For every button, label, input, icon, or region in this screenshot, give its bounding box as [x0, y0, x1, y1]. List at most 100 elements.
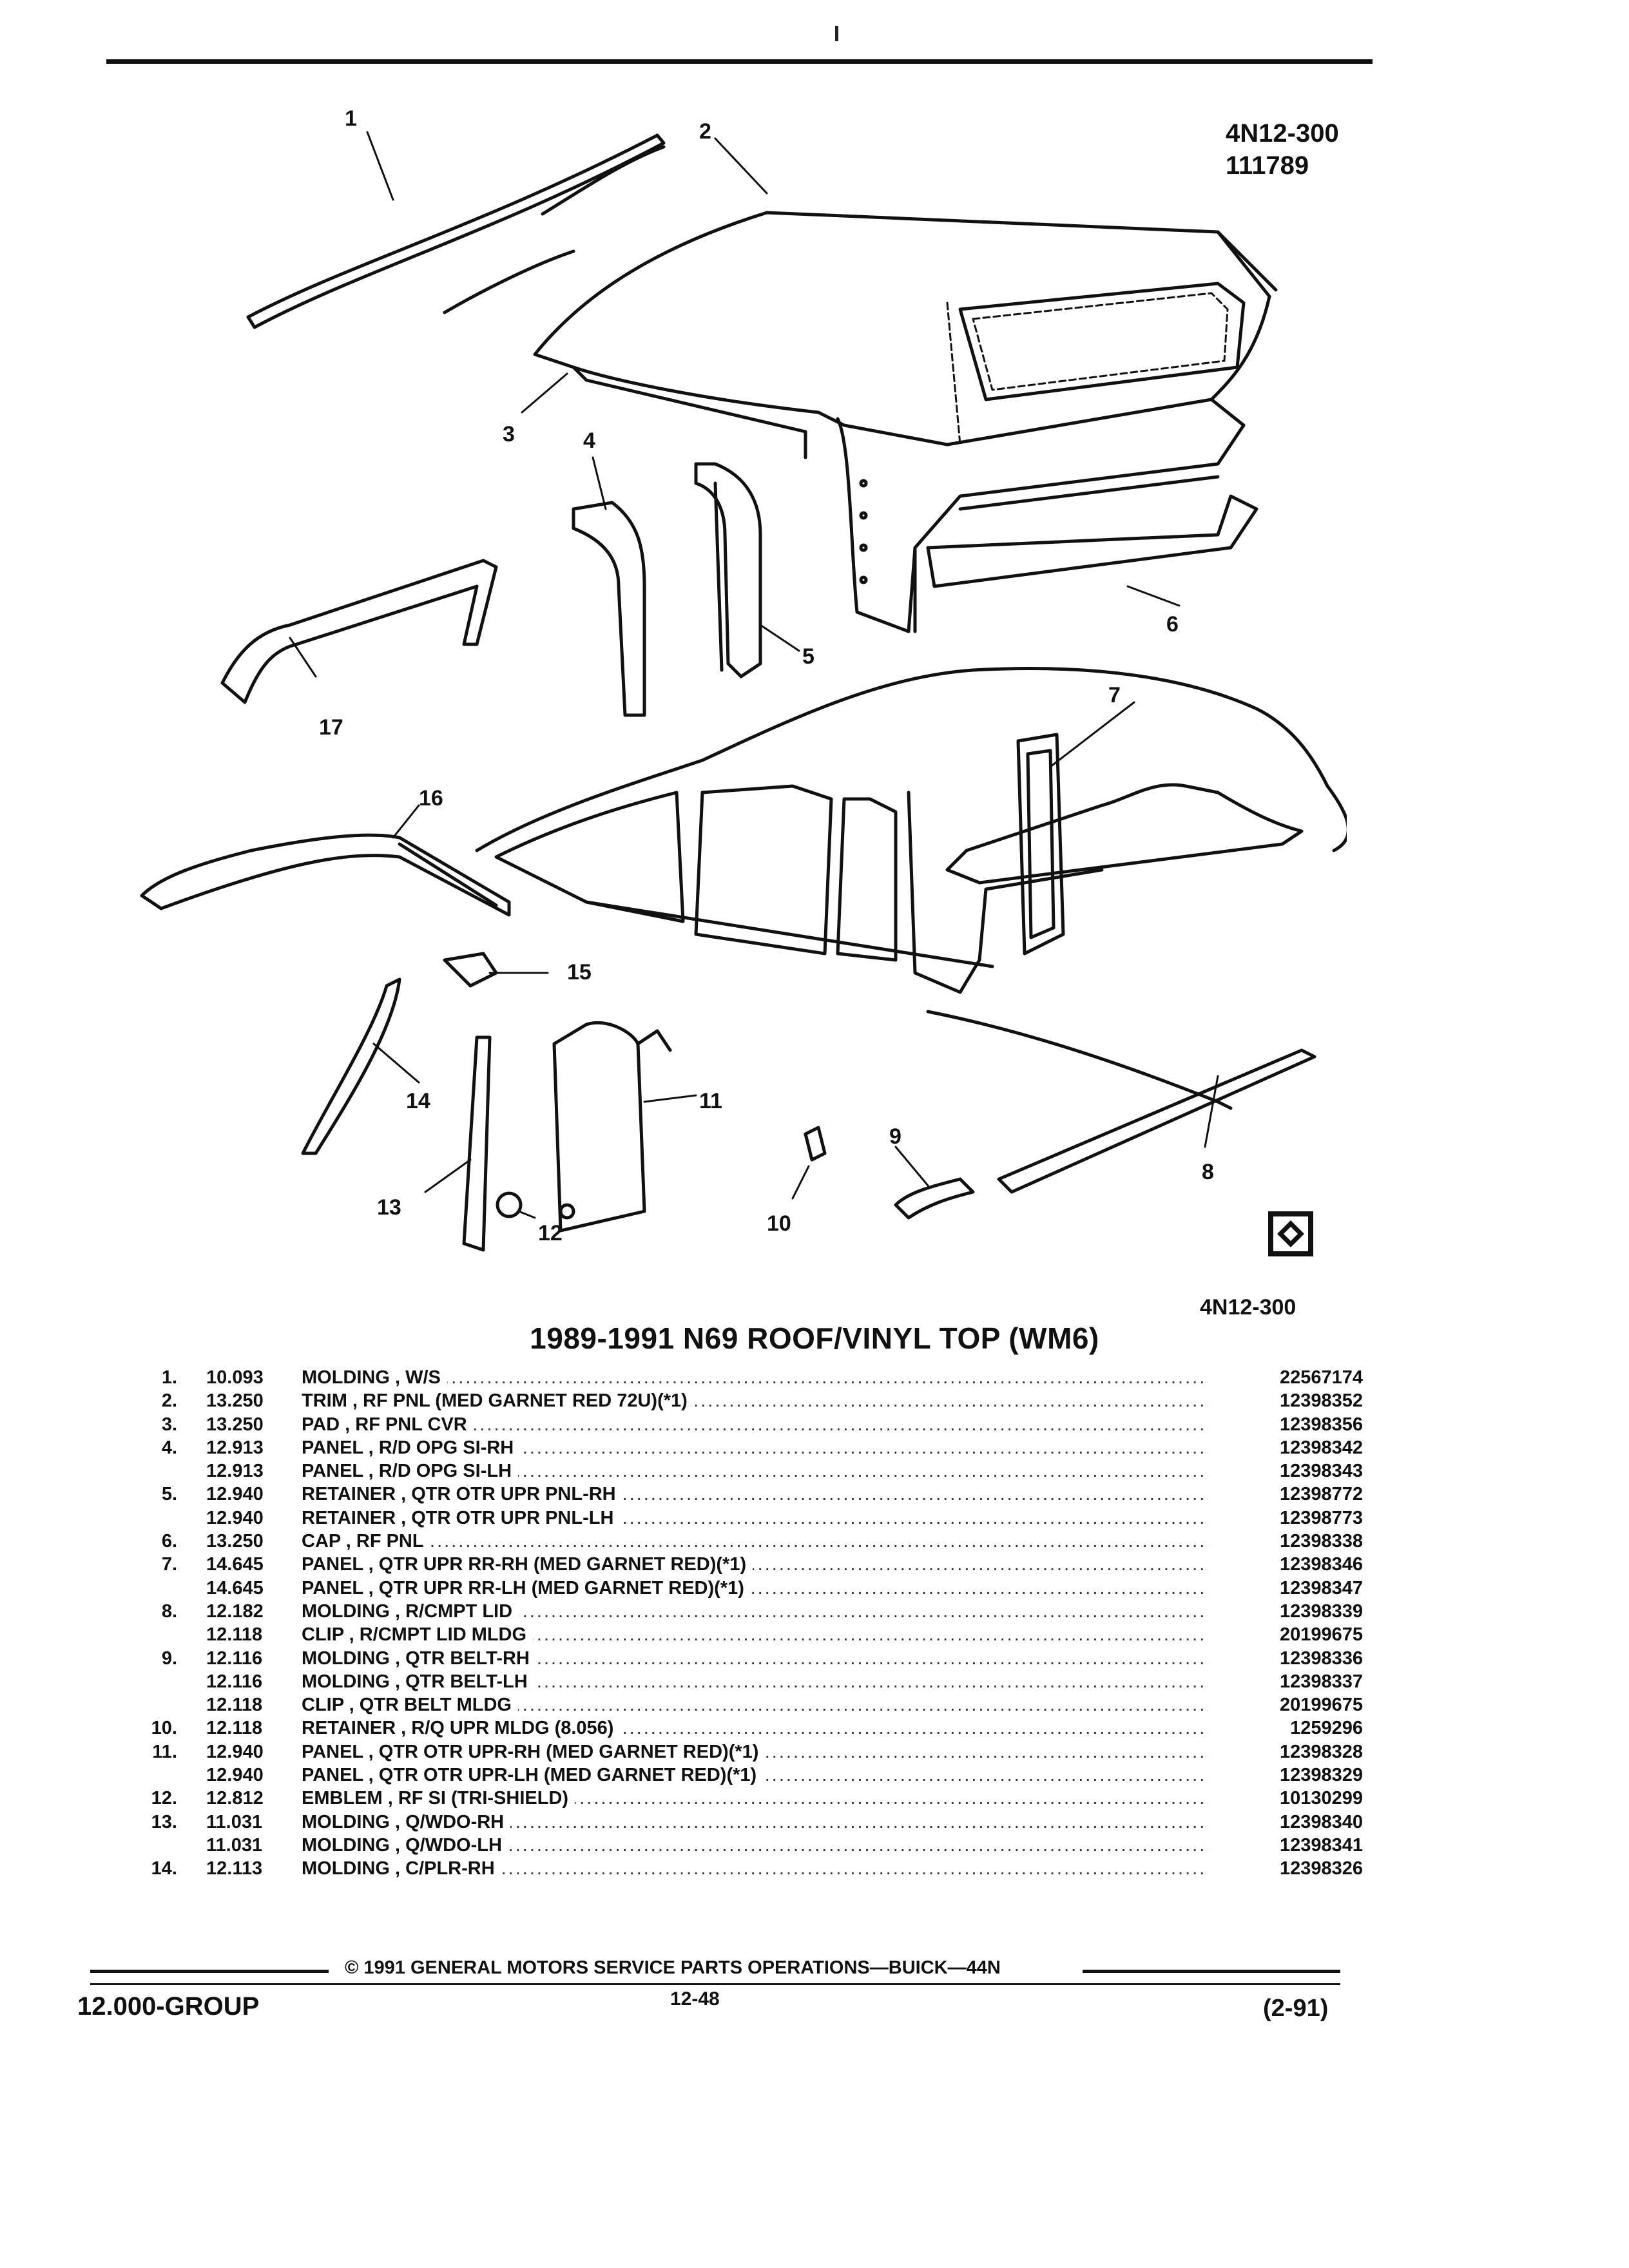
part-description: PANEL , QTR OTR UPR-LH (MED GARNET RED)(…: [302, 1763, 764, 1787]
group-number: 14.645: [206, 1577, 264, 1599]
revision-date: (2-91): [1263, 1995, 1329, 2022]
group-number: 12.812: [206, 1788, 264, 1809]
group-number: 10.093: [206, 1367, 264, 1388]
parts-row: 12.116 MOLDING , QTR BELT-LH 12398337: [139, 1669, 1363, 1694]
car-body: [475, 667, 1347, 1110]
part-description: PANEL , QTR OTR UPR-RH (MED GARNET RED)(…: [302, 1740, 766, 1764]
part-3-pad: [443, 249, 575, 314]
part-2-roof-trim-panel: [533, 211, 1278, 633]
callout-4: 4: [583, 428, 595, 453]
description-wrap: PANEL , R/D OPG SI-LH: [302, 1459, 1208, 1483]
group-number: 12.118: [206, 1718, 263, 1739]
group-number: 12.116: [206, 1671, 263, 1692]
group-number: 12.116: [206, 1648, 263, 1669]
part-description: RETAINER , R/Q UPR MLDG (8.056): [302, 1716, 621, 1740]
description-wrap: PANEL , QTR UPR RR-RH (MED GARNET RED)(*…: [302, 1553, 1208, 1577]
item-number: 7.: [161, 1554, 177, 1575]
part-description: PANEL , R/D OPG SI-LH: [302, 1459, 519, 1483]
part-description: CAP , RF PNL: [302, 1530, 430, 1553]
item-number: 11.: [152, 1741, 177, 1762]
part-description: CLIP , QTR BELT MLDG: [302, 1693, 518, 1717]
part-number: 20199675: [1279, 1624, 1363, 1646]
part-number: 12398340: [1279, 1811, 1363, 1832]
part-11-panel: [552, 1021, 672, 1233]
page-title: 1989-1991 N69 ROOF/VINYL TOP (WM6): [530, 1321, 1099, 1355]
parts-row: 12.940RETAINER , QTR OTR UPR PNL-LH12398…: [139, 1506, 1363, 1530]
part-number: 12398772: [1279, 1484, 1363, 1505]
group-number: 12.182: [206, 1600, 264, 1622]
item-number: 8.: [161, 1600, 177, 1622]
description-wrap: MOLDING , Q/WDO-LH: [302, 1833, 1208, 1858]
group-number: 13.250: [206, 1390, 264, 1412]
part-5-retainer: [694, 462, 762, 678]
footer-rule-left: [90, 1970, 329, 1973]
group-number: 12.940: [206, 1741, 264, 1762]
item-number: 13.: [151, 1811, 177, 1832]
parts-row: 12.940 PANEL , QTR OTR UPR-LH (MED GARNET…: [139, 1763, 1363, 1787]
parts-row: 11. 12.940 PANEL , QTR OTR UPR-RH (MED GAR…: [139, 1740, 1363, 1764]
description-wrap: MOLDING , Q/WDO-RH: [302, 1810, 1208, 1834]
item-number: 12.: [151, 1788, 177, 1809]
part-description: PANEL , QTR UPR RR-RH (MED GARNET RED)(*…: [302, 1553, 753, 1577]
callout-11: 11: [699, 1089, 722, 1113]
part-16-molding: [140, 833, 511, 917]
part-number: 20199675: [1279, 1695, 1363, 1716]
part-10-retainer: [804, 1126, 827, 1162]
group-number: 12.913: [206, 1437, 264, 1458]
callout-7: 7: [1108, 683, 1121, 707]
group-number: 11.031: [206, 1834, 263, 1856]
part-number: 12398338: [1279, 1531, 1363, 1552]
description-wrap: RETAINER , QTR OTR UPR PNL-RH: [302, 1483, 1208, 1506]
description-wrap: PANEL , QTR OTR UPR-LH (MED GARNET RED)(…: [302, 1763, 1208, 1787]
parts-row: 4. 12.913 PANEL , R/D OPG SI-RH 12398342: [139, 1436, 1363, 1460]
part-8-molding: [997, 1048, 1316, 1194]
callout-15: 15: [567, 960, 592, 985]
item-number: 4.: [161, 1437, 177, 1458]
description-wrap: MOLDING , W/S: [302, 1366, 1208, 1390]
part-number: 12398339: [1279, 1600, 1363, 1622]
callout-1: 1: [345, 106, 357, 131]
part-number: 12398328: [1279, 1741, 1363, 1762]
group-number: 12.118: [206, 1695, 263, 1716]
part-number: 12398342: [1279, 1437, 1363, 1458]
callout-16: 16: [419, 786, 443, 811]
parts-list: 1.10.093MOLDING , W/S225671742.13.250TRI…: [139, 1366, 1363, 1881]
description-wrap: TRIM , RF PNL (MED GARNET RED 72U)(*1): [302, 1389, 1208, 1413]
part-number: 12398337: [1279, 1671, 1363, 1692]
part-15-clip: [443, 952, 498, 988]
service-parts-logo-icon: [1268, 1211, 1313, 1256]
parts-row: 11.031 MOLDING , Q/WDO-LH 12398341: [139, 1833, 1363, 1858]
part-number: 22567174: [1279, 1367, 1363, 1388]
page-number: 12-48: [670, 1988, 720, 2010]
callout-2: 2: [699, 119, 711, 144]
part-description: MOLDING , Q/WDO-LH: [302, 1833, 508, 1858]
part-description: PANEL , R/D OPG SI-RH: [302, 1436, 521, 1460]
description-wrap: MOLDING , C/PLR-RH: [302, 1857, 1208, 1881]
description-wrap: PAD , RF PNL CVR: [302, 1412, 1208, 1436]
part-13-molding: [462, 1035, 492, 1252]
footer-rule: [90, 1983, 1340, 1985]
group-number: 12.113: [206, 1858, 263, 1879]
item-number: 14.: [151, 1858, 177, 1879]
part-number: 12398346: [1279, 1554, 1363, 1575]
description-wrap: MOLDING , QTR BELT-LH: [302, 1669, 1208, 1694]
group-number: 12.940: [206, 1765, 264, 1786]
part-description: MOLDING , W/S: [302, 1366, 447, 1390]
item-number: 5.: [161, 1484, 177, 1505]
part-description: TRIM , RF PNL (MED GARNET RED 72U)(*1): [302, 1389, 694, 1413]
part-description: RETAINER , QTR OTR UPR PNL-LH: [302, 1506, 621, 1530]
callout-14: 14: [406, 1089, 430, 1113]
part-number: 12398329: [1279, 1765, 1363, 1786]
callout-10: 10: [767, 1211, 791, 1236]
parts-row: 10.12.118RETAINER , R/Q UPR MLDG (8.056)…: [139, 1716, 1363, 1740]
part-4-opening-panel: [572, 501, 646, 717]
description-wrap: EMBLEM , RF SI (TRI-SHIELD): [302, 1787, 1208, 1811]
part-number: 12398341: [1279, 1834, 1363, 1856]
scan-mark: [835, 26, 838, 41]
group-number: 14.645: [206, 1554, 264, 1575]
description-wrap: PANEL , QTR UPR RR-LH (MED GARNET RED)(*…: [302, 1576, 1208, 1600]
